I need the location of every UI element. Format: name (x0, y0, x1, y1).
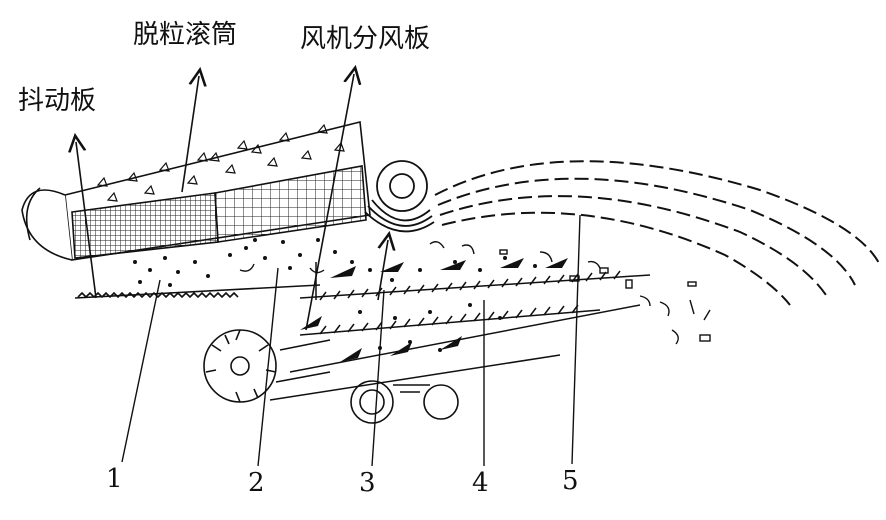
callout-number-5: 5 (562, 466, 579, 496)
grain-particles (133, 238, 537, 352)
leader-lines (121, 214, 581, 467)
feed-roller (364, 160, 435, 233)
airflow-arrows (300, 258, 568, 362)
threshing-drum (21, 121, 371, 261)
sieves (269, 262, 651, 401)
airflow-dashed (434, 160, 881, 306)
callout-number-2: 2 (248, 468, 265, 498)
label-fan-splitter: 风机分风板 (300, 24, 431, 54)
callout-number-4: 4 (472, 468, 489, 498)
shaker-plate (74, 284, 321, 299)
label-shaker-plate: 抖动板 (18, 86, 97, 116)
fan (203, 329, 331, 403)
conveyor-wheels (350, 380, 459, 424)
indicator-arrows (76, 74, 388, 331)
callout-number-3: 3 (359, 468, 376, 498)
chaff-debris (239, 241, 711, 345)
callout-number-1: 1 (106, 464, 123, 494)
drum-teeth (96, 123, 345, 202)
label-threshing-drum: 脱粒滚筒 (133, 20, 238, 50)
